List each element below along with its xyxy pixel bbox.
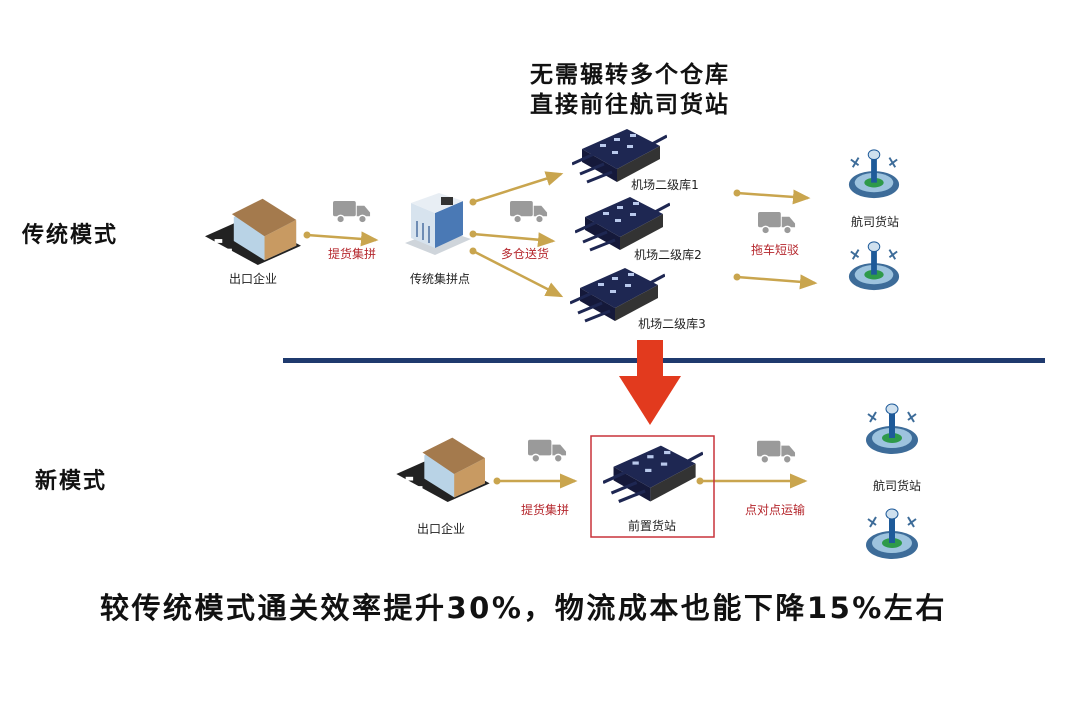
arrow-shuttle-2 (736, 274, 818, 290)
truck-icon (758, 210, 796, 235)
divider-line (283, 358, 1045, 363)
airport-icon (847, 146, 901, 200)
airport-icon (847, 238, 901, 292)
new-mode-label: 新模式 (35, 469, 108, 494)
warehouse-2-label: 机场二级库2 (634, 248, 702, 262)
warehouse-icon (572, 124, 667, 184)
step-shuttle-label: 拖车短驳 (750, 243, 800, 257)
new-airline-station-label: 航司货站 (872, 479, 922, 493)
step-point-to-point-label: 点对点运输 (744, 503, 806, 517)
front-station-highlight-box (590, 435, 715, 538)
warehouse-icon (575, 192, 670, 252)
exporter-label: 出口企业 (228, 272, 278, 286)
truck-icon (528, 437, 567, 464)
airline-station-label: 航司货站 (850, 215, 900, 229)
factory-icon (395, 432, 491, 502)
arrow-to-warehouse-3 (472, 249, 564, 298)
summary-text: 较传统模式通关效率提升30%，物流成本也能下降15%左右 (100, 591, 947, 625)
truck-icon (333, 199, 371, 224)
warehouse-1-label: 机场二级库1 (631, 178, 699, 192)
warehouse-icon (570, 263, 665, 323)
airport-icon (864, 400, 920, 456)
header-line-2: 直接前往航司货站 (530, 92, 730, 118)
airport-icon (864, 505, 920, 561)
factory-icon (205, 193, 301, 265)
warehouse-3-label: 机场二级库3 (638, 317, 706, 331)
consolidation-point-label: 传统集拼点 (409, 272, 471, 286)
front-station-label: 前置货站 (627, 519, 677, 533)
truck-icon (510, 199, 548, 224)
warehouse-icon (603, 440, 703, 504)
red-down-arrow (619, 340, 681, 425)
arrow-to-warehouse-2 (472, 232, 556, 248)
new-step-pickup-label: 提货集拼 (520, 503, 570, 517)
step-pickup-label: 提货集拼 (327, 247, 377, 261)
step-multi-warehouse-label: 多仓送货 (500, 247, 550, 261)
consolidation-building-icon (405, 193, 471, 255)
truck-icon (757, 438, 796, 465)
arrow-to-warehouse-1 (472, 171, 564, 204)
arrow-shuttle-1 (736, 189, 811, 205)
header-line-1: 无需辗转多个仓库 (530, 62, 730, 88)
new-exporter-label: 出口企业 (416, 522, 466, 536)
arrow-pickup (306, 231, 379, 247)
traditional-mode-label: 传统模式 (22, 223, 119, 248)
